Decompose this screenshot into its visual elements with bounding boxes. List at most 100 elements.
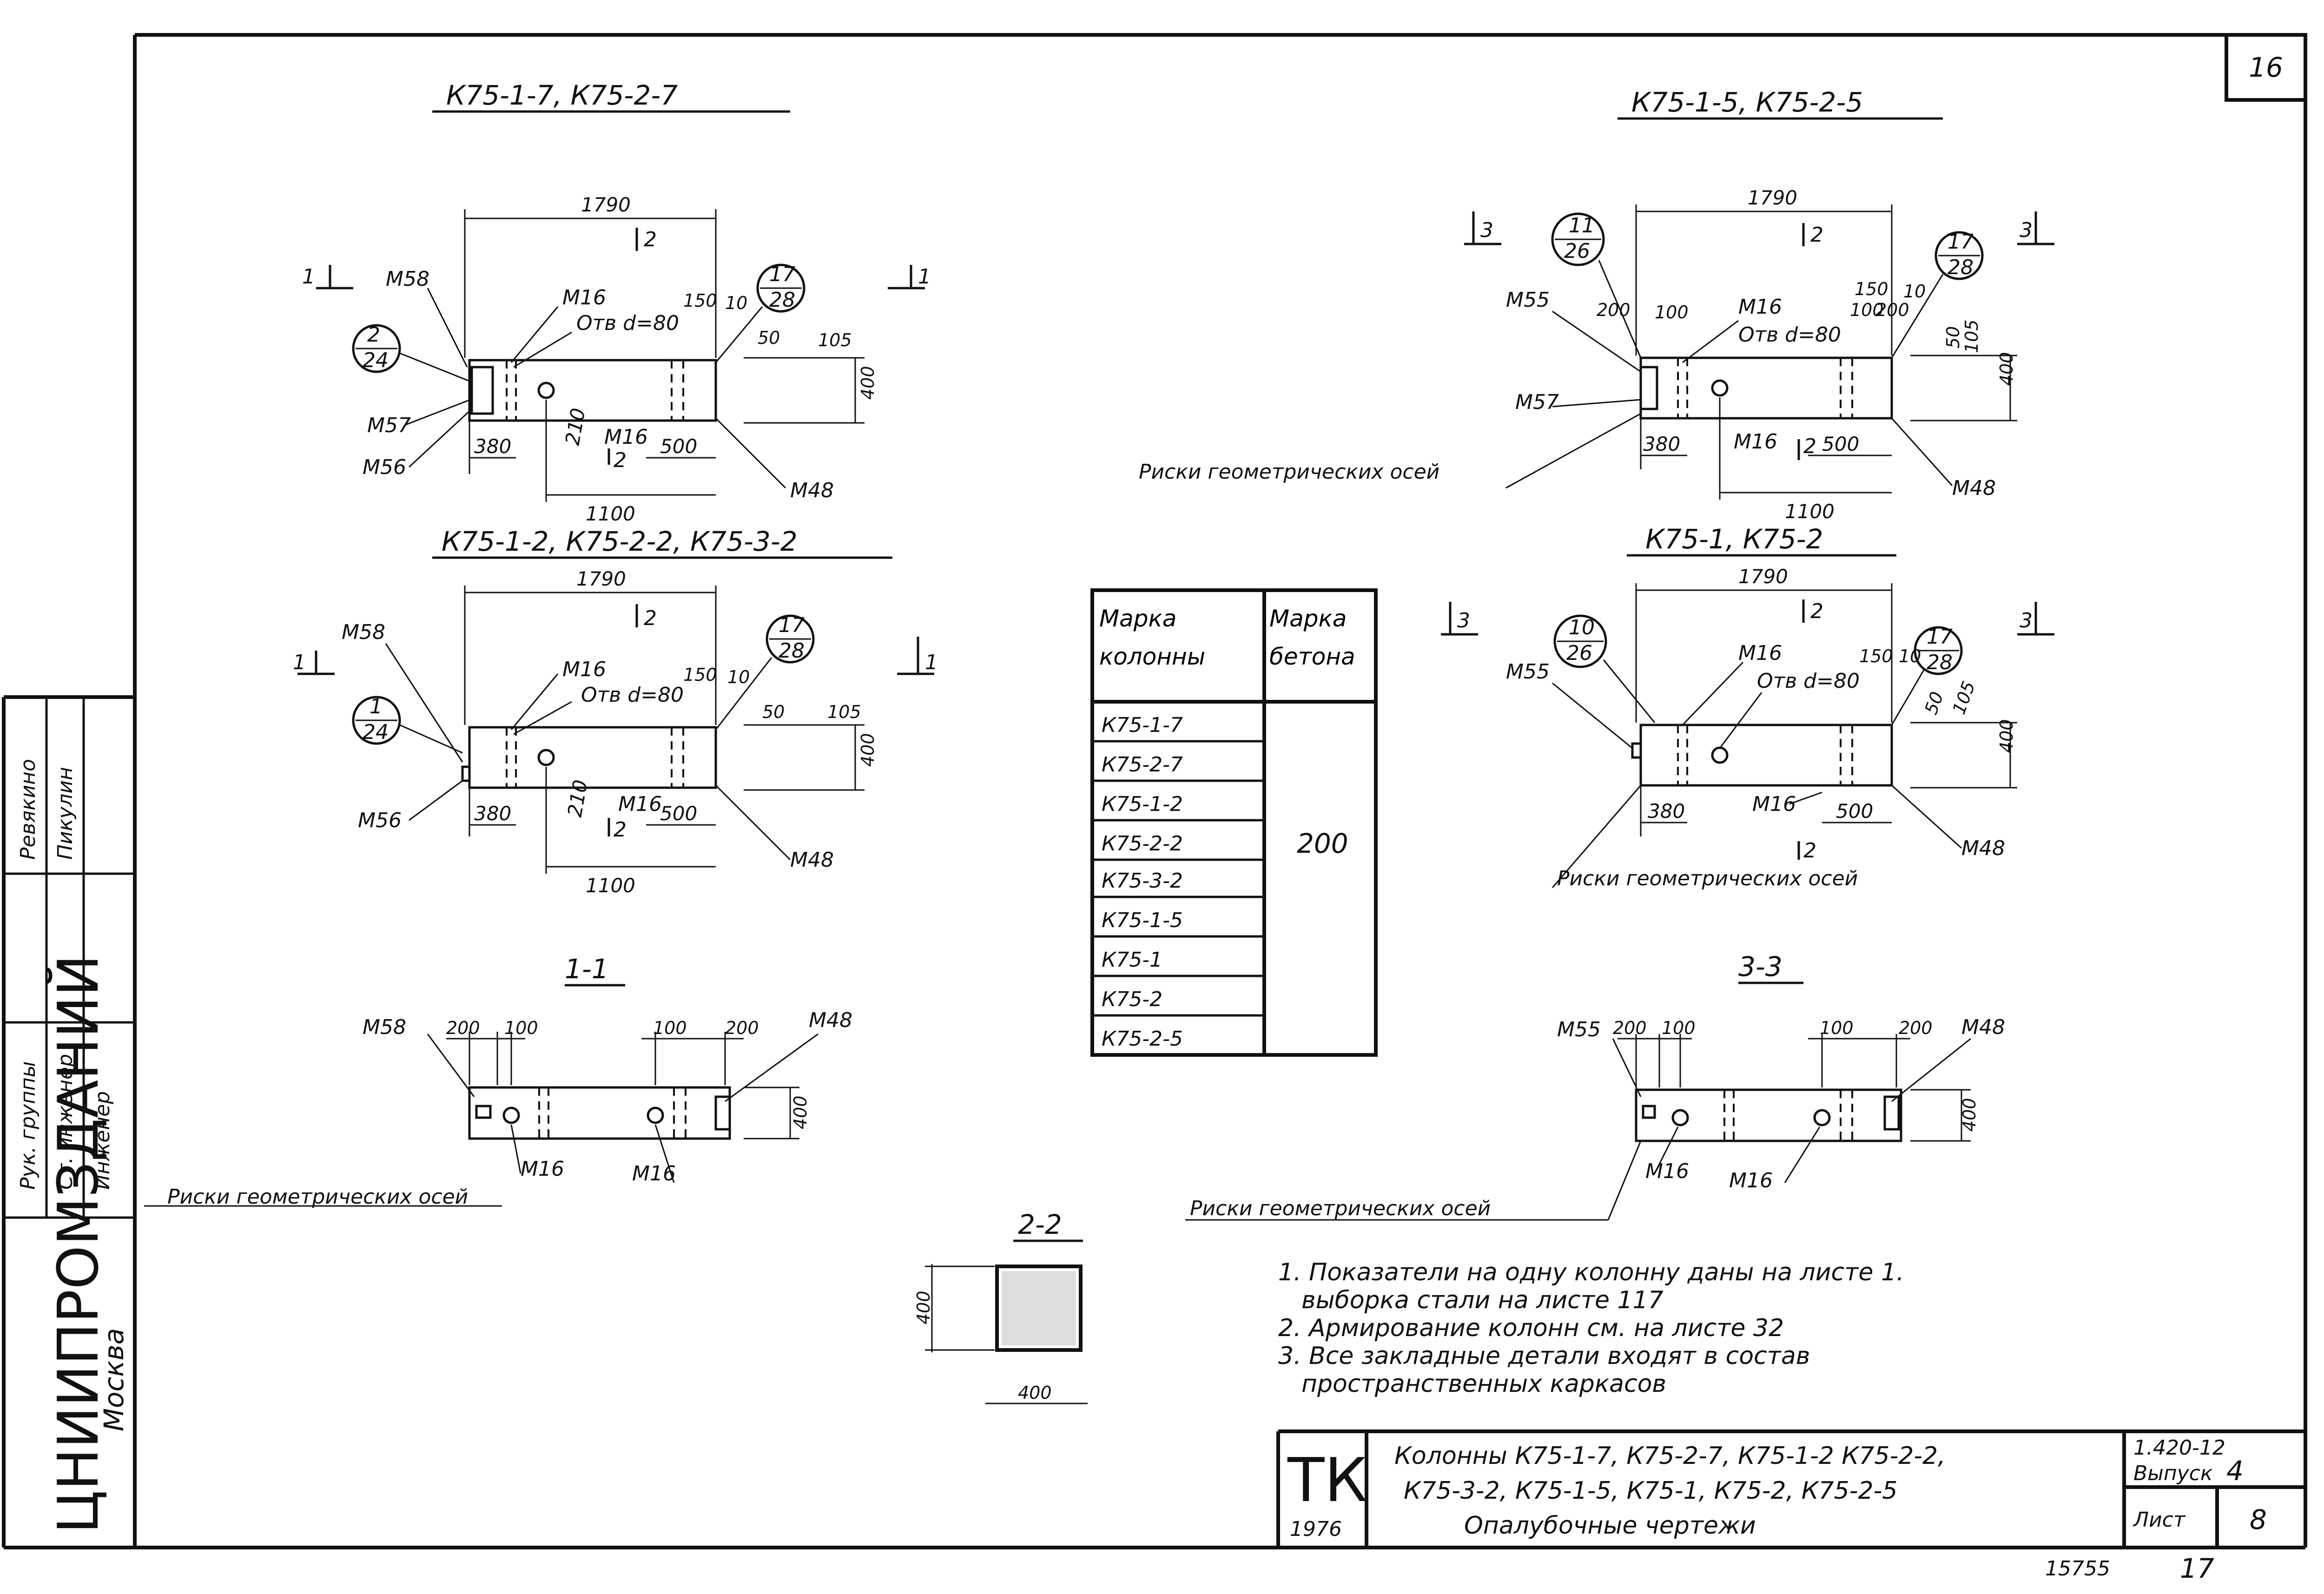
role-engineer: Инженер <box>91 1091 114 1190</box>
view3-mark-m48: М48 <box>1952 476 1996 500</box>
section-1-1-mark-m16a: М16 <box>521 1157 564 1181</box>
view4-dim-left: 380 <box>1648 800 1685 823</box>
table-header-concrete: Марка бетона <box>1269 605 1355 670</box>
view3-dim-total: 1790 <box>1748 186 1797 209</box>
view1-dim-a: 150 <box>683 290 717 311</box>
table-row-1: К75-1-7 <box>1102 713 1183 737</box>
view-3 <box>1464 117 2054 500</box>
section-3-3-dim-c: 100 <box>1820 1018 1854 1038</box>
concrete-table <box>1090 588 1378 1057</box>
view2-mark-m48: М48 <box>790 848 834 872</box>
view3-circle1-bottom: 26 <box>1564 239 1590 263</box>
title-year: 1976 <box>1290 1517 1342 1541</box>
section-3-3-mark-m16a: М16 <box>1645 1159 1689 1183</box>
view1-dim-right: 500 <box>660 435 697 458</box>
name-2: Пикулин <box>53 767 77 860</box>
view2-cut1b: 1 <box>925 651 938 674</box>
view4-sec2b: 2 <box>1803 839 1816 863</box>
section-1-1-mark-m48: М48 <box>809 1008 852 1032</box>
view4-dim-right: 500 <box>1836 800 1873 823</box>
title-series: 1.420-12 <box>2133 1436 2225 1460</box>
view3-sec2b: 2 <box>1803 435 1816 458</box>
table-row-6: К75-1-5 <box>1102 909 1183 932</box>
view4-dim-d: 105 <box>1948 678 1979 717</box>
view1-circle1-bottom: 24 <box>363 349 389 372</box>
note-1: 1. Показатели на одну колонну даны на ли… <box>1278 1258 1904 1286</box>
view4-dim-total: 1790 <box>1738 565 1788 588</box>
section-3-3-mark-m55: М55 <box>1557 1018 1601 1041</box>
section-3-3-dim-a: 200 <box>1613 1018 1647 1038</box>
title-line-2: К75-3-2, К75-1-5, К75-1, К75-2, К75-2-5 <box>1404 1477 1897 1505</box>
view-1 <box>316 110 925 502</box>
table-row-4: К75-2-2 <box>1102 832 1183 856</box>
section-3-3 <box>1185 981 1971 1221</box>
view4-axes-label: Риски геометрических осей <box>1557 867 1858 890</box>
view4-circle2-top: 17 <box>1927 625 1953 649</box>
view3-mark-hole: Отв d=80 <box>1738 323 1841 347</box>
section-3-3-dim-h: 400 <box>1959 1098 1980 1132</box>
sheet-number: 16 <box>2249 52 2283 83</box>
view2-circle2-top: 17 <box>779 613 805 637</box>
view3-dim-e: 200 <box>1597 300 1631 320</box>
view1-circle1-top: 2 <box>367 323 380 347</box>
view1-circle2-bottom: 28 <box>769 288 795 312</box>
view1-dim-b: 10 <box>725 293 747 313</box>
view3-dim-d: 105 <box>1961 319 1982 353</box>
footer-page: 17 <box>2180 1553 2214 1584</box>
view3-axes-label: Риски геометрических осей <box>1139 460 1439 484</box>
organization-name: ЦНИИПРОМЗДАНИЙ <box>46 955 111 1534</box>
view2-circle1-top: 1 <box>370 695 383 718</box>
view1-dim-hole: 210 <box>561 406 590 447</box>
view1-cut1: 1 <box>302 265 315 289</box>
section-1-1-dim-b: 100 <box>504 1018 538 1038</box>
view3-dim-right: 500 <box>1822 433 1859 455</box>
view3-mark-m57: М57 <box>1515 390 1559 414</box>
section-1-1-dim-h: 400 <box>790 1095 811 1129</box>
view3-mark-m55: М55 <box>1506 288 1550 312</box>
section-1-1-dim-d: 200 <box>725 1018 759 1038</box>
section-1-1-mark-m58: М58 <box>363 1015 406 1039</box>
title-line-1: Колонны К75-1-7, К75-2-7, К75-1-2 К75-2-… <box>1394 1442 1946 1470</box>
view4-circle1-bottom: 26 <box>1566 641 1592 665</box>
view1-circle2-top: 17 <box>769 263 795 286</box>
title-code: ТК <box>1287 1445 1367 1515</box>
view2-sec2b: 2 <box>614 818 627 842</box>
view2-cut1: 1 <box>293 651 306 674</box>
view2-dim-b: 10 <box>727 667 750 687</box>
view1-dim-d: 105 <box>818 330 852 350</box>
view2-mark-m16a: М16 <box>562 658 606 681</box>
view2-dim-a: 150 <box>683 665 717 685</box>
title-issue: 4 <box>2226 1455 2244 1487</box>
view4-dim-h: 400 <box>1996 719 2017 753</box>
note-3: 3. Все закладные детали входят в состав <box>1278 1342 1810 1370</box>
view2-mark-hole: Отв d=80 <box>581 683 684 707</box>
view1-mark-m56: М56 <box>363 455 406 479</box>
section-2-2-title: 2-2 <box>1018 1209 1062 1240</box>
view2-dim-c: 50 <box>762 702 785 722</box>
view4-mark-m16b: М16 <box>1752 792 1796 816</box>
view1-title: К75-1-7, К75-2-7 <box>446 79 678 111</box>
view4-sec2: 2 <box>1810 599 1823 623</box>
table-row-5: К75-3-2 <box>1102 869 1183 893</box>
view-2 <box>297 556 934 874</box>
view3-dim-c: 200 <box>1875 300 1909 320</box>
view3-dim-left: 380 <box>1643 433 1680 455</box>
title-sheet: 8 <box>2250 1504 2267 1535</box>
view1-dim-total: 1790 <box>581 193 631 216</box>
view2-sec2: 2 <box>644 606 657 630</box>
view1-mark-m48: М48 <box>790 479 834 502</box>
view3-mark-m16a: М16 <box>1738 295 1782 319</box>
view4-dim-a: 150 <box>1859 646 1893 666</box>
view4-cut3b: 3 <box>2020 609 2033 632</box>
view3-circle2-top: 17 <box>1948 230 1974 254</box>
view2-circle1-bottom: 24 <box>363 720 389 744</box>
view4-cut3: 3 <box>1457 609 1470 632</box>
section-3-3-dim-d: 200 <box>1899 1018 1933 1038</box>
view1-dim-left: 380 <box>474 435 511 458</box>
view1-cut1b: 1 <box>918 265 931 289</box>
view3-dim-mid: 1100 <box>1785 500 1835 523</box>
section-3-3-title: 3-3 <box>1738 951 1783 982</box>
view2-circle2-bottom: 28 <box>779 639 805 663</box>
